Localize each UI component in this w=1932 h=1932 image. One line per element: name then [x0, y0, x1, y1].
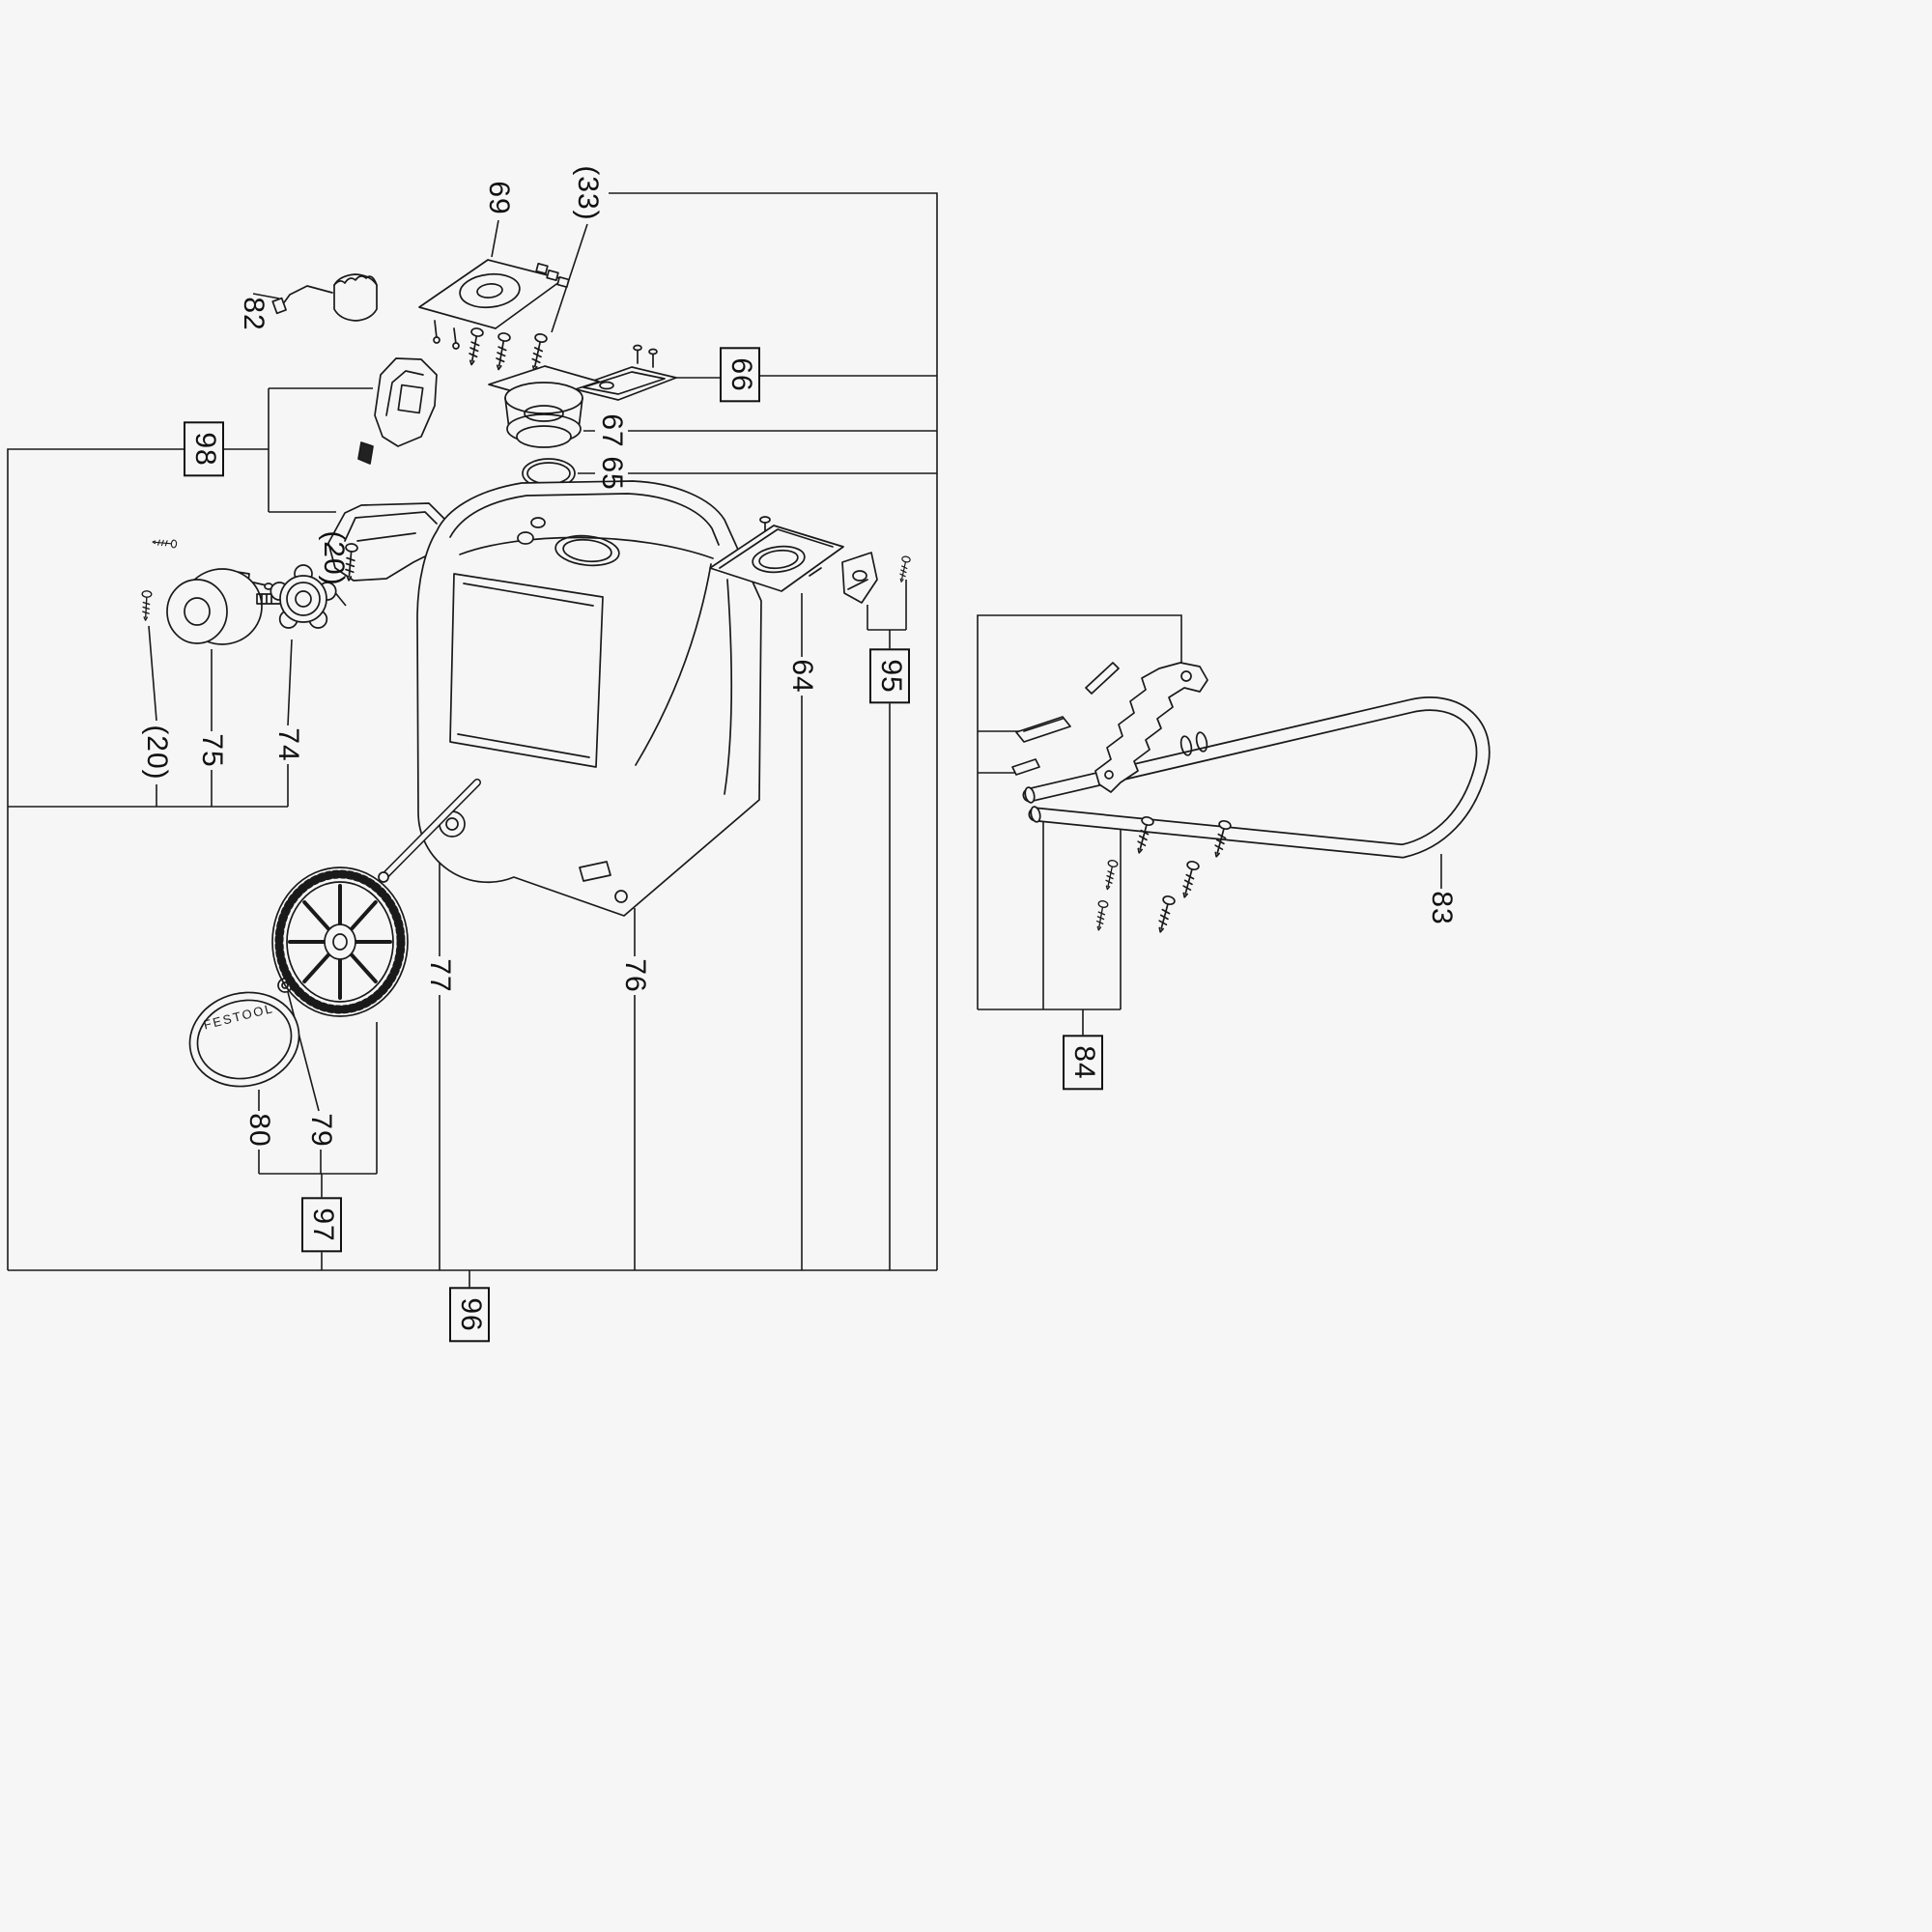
part-84-pin	[1085, 662, 1120, 695]
leader-33	[551, 223, 588, 333]
part-76-container	[416, 480, 762, 917]
part-67-turbine	[488, 365, 600, 448]
wheel-spokes	[288, 884, 392, 1000]
part-label-80: 80	[243, 1113, 275, 1148]
group-caster-lines	[8, 625, 293, 808]
kit-84-lines	[977, 614, 1182, 1040]
part-84-plate	[1015, 716, 1071, 743]
part-label-75: 75	[196, 733, 228, 768]
kit-label-84: 84	[1063, 1035, 1103, 1091]
qty-label-33: (33)	[572, 165, 604, 221]
part-66-mount-plate	[571, 344, 677, 401]
part-83-handle-tube	[1022, 696, 1491, 859]
part-label-79: 79	[305, 1113, 337, 1148]
part-98-latch-upper	[374, 357, 438, 447]
part-label-64: 64	[786, 659, 818, 694]
part-label-77: 77	[424, 958, 456, 993]
leader-82	[252, 293, 280, 299]
qty-label-20-left: (20)	[141, 724, 173, 781]
leader-lines	[7, 192, 1442, 1293]
part-label-67: 67	[596, 413, 628, 448]
leader-66	[676, 375, 937, 379]
part-69-top-cover	[418, 259, 570, 350]
part-33-screws	[465, 327, 549, 373]
part-98-hook	[357, 441, 374, 465]
part-82-cap	[271, 273, 378, 322]
part-84-strip	[1011, 758, 1040, 776]
part-84-clamp-rail	[1094, 662, 1208, 793]
part-98-screw	[152, 537, 178, 549]
part-95-bracket	[841, 552, 878, 604]
leader-69	[491, 219, 499, 258]
kit-97-lines	[258, 991, 378, 1270]
bus-right	[609, 192, 938, 1270]
part-75-caster	[166, 568, 273, 645]
part-label-83: 83	[1426, 891, 1458, 925]
bus-left	[7, 448, 185, 1270]
kit-label-98: 98	[184, 421, 224, 477]
part-label-76: 76	[619, 958, 651, 993]
qty-label-20-upper: (20)	[318, 530, 350, 586]
part-77-axle-rod	[378, 779, 481, 883]
part-80-wheel-cap: FESTOOL	[188, 991, 300, 1088]
kit-label-95: 95	[869, 648, 910, 704]
kit-label-66: 66	[720, 347, 760, 403]
part-79-wheel	[271, 867, 409, 1017]
part-64-adapter-plate	[709, 516, 844, 592]
kit-98-lines	[223, 387, 373, 513]
part-label-74: 74	[272, 727, 304, 762]
kit-label-97: 97	[301, 1197, 342, 1253]
part-20-screw-left	[140, 589, 153, 622]
part-label-82: 82	[238, 297, 270, 331]
part-label-65: 65	[596, 456, 628, 491]
kit-95-lines	[867, 580, 907, 1270]
kit-label-96: 96	[449, 1287, 490, 1343]
part-95-screw	[896, 554, 912, 583]
part-label-69: 69	[483, 181, 515, 215]
part-79-clip	[277, 978, 293, 993]
part-74-knob	[256, 564, 337, 629]
